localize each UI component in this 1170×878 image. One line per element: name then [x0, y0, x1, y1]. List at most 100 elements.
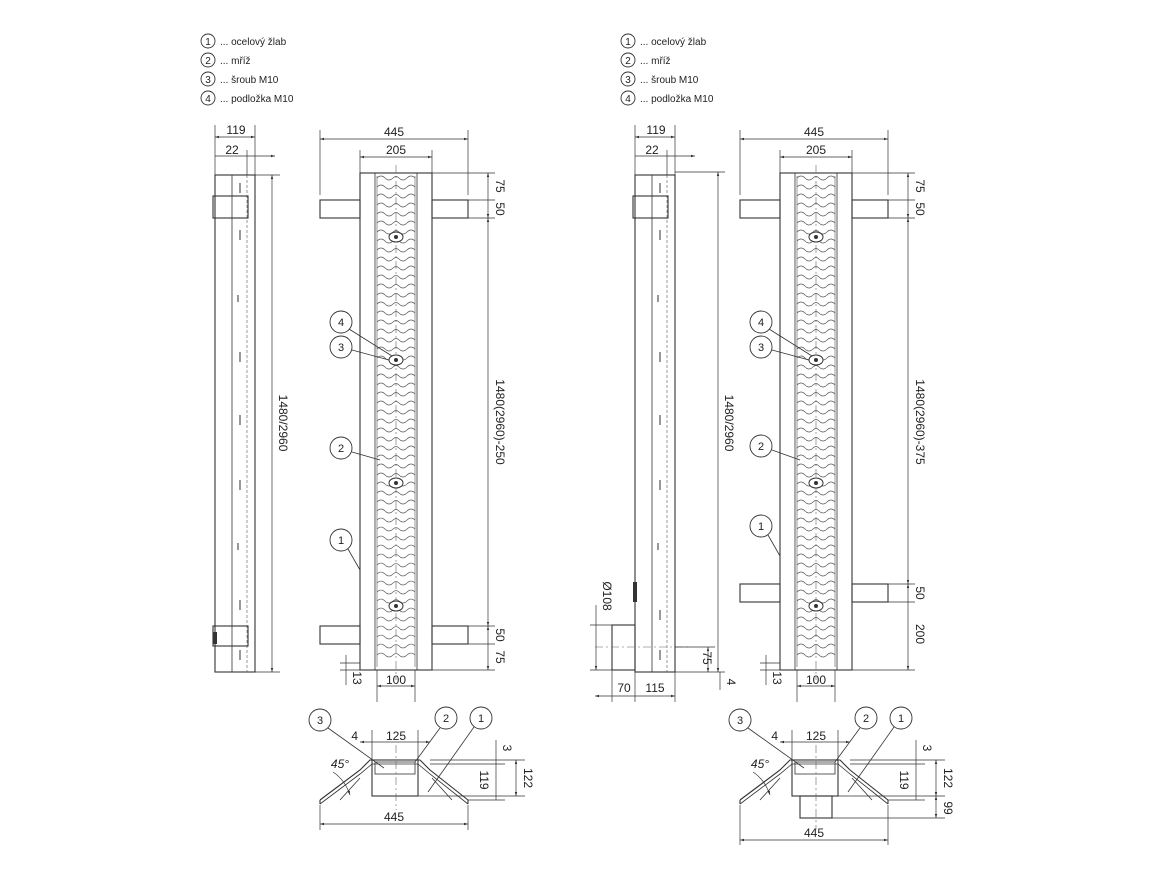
- svg-text:1: 1: [898, 713, 904, 725]
- callout-3: 3: [749, 335, 810, 361]
- right-front-view: 4 3 2 1 445 205 75 50: [739, 125, 927, 702]
- svg-text:2: 2: [443, 713, 449, 725]
- svg-text:3: 3: [737, 715, 743, 727]
- left-side-view: 119 22 1480/2960: [212, 123, 290, 673]
- legend-label: ... šroub M10: [220, 75, 279, 86]
- dim-top-a: 75: [913, 179, 927, 193]
- legend-label: ... ocelový žlab: [220, 37, 287, 48]
- left-front-view: 4 3 2 1 445 205 75 50: [319, 125, 507, 702]
- svg-text:3: 3: [758, 342, 764, 354]
- dim-depth-a: 119: [897, 770, 911, 789]
- dim-side-gap: 13: [350, 671, 364, 685]
- dim-front-width: 445: [804, 125, 824, 139]
- callout-4: 4: [749, 310, 813, 357]
- dim-grate-width: 205: [806, 143, 826, 157]
- section-callout-3: 3: [728, 708, 805, 769]
- section-callout-2: 2: [834, 706, 878, 763]
- svg-text:1: 1: [338, 535, 344, 547]
- dim-pipe-tol: 4: [724, 679, 738, 686]
- dim-top-b: 50: [493, 202, 507, 216]
- dim-inner: 125: [386, 729, 406, 743]
- legend-number: 2: [205, 56, 211, 67]
- bolt-markers: [808, 231, 824, 612]
- svg-text:3: 3: [338, 342, 344, 354]
- legend-number: 4: [205, 94, 211, 105]
- side-rib-marks: [237, 183, 241, 660]
- legend-label: ... mříž: [640, 56, 671, 67]
- svg-text:1: 1: [758, 521, 764, 533]
- callout-4: 4: [329, 310, 393, 357]
- bolt-markers: [388, 231, 404, 612]
- legend-item: 1 ... ocelový žlab: [620, 33, 707, 49]
- right-section-view: 3 2 1 4 125 45° 3 119 122 99: [728, 706, 955, 845]
- legend-item: 2 ... mříž: [620, 52, 671, 68]
- dim-depth-b: 122: [941, 768, 955, 788]
- dim-outlet: 100: [806, 673, 826, 687]
- dim-side-length: 1480/2960: [722, 395, 736, 452]
- section-callout-3: 3: [308, 708, 385, 769]
- legend-item: 2 ... mříž: [200, 52, 251, 68]
- legend-left: 1 ... ocelový žlab 2 ... mříž 3 ... šrou…: [200, 33, 294, 106]
- dim-pipe-dia: Ø108: [600, 581, 614, 611]
- legend-label: ... ocelový žlab: [640, 37, 707, 48]
- callout-1: 1: [749, 514, 781, 557]
- dim-bot-a: 50: [493, 628, 507, 642]
- section-callout-2: 2: [414, 706, 458, 763]
- dim-top-b: 50: [913, 202, 927, 216]
- svg-text:4: 4: [338, 317, 344, 329]
- legend-number: 1: [625, 37, 631, 48]
- dim-inner: 125: [806, 729, 826, 743]
- callout-3: 3: [329, 335, 390, 361]
- callout-2: 2: [329, 436, 381, 461]
- svg-text:4: 4: [758, 317, 764, 329]
- legend-item: 3 ... šroub M10: [620, 71, 699, 87]
- dim-angle: 45°: [751, 757, 769, 771]
- dim-grate-width: 205: [386, 143, 406, 157]
- dim-pipe-off-b: 115: [645, 681, 664, 695]
- legend-label: ... podložka M10: [220, 94, 294, 105]
- dim-span: 1480(2960)-250: [493, 379, 507, 465]
- legend-number: 3: [625, 75, 631, 86]
- dim-depth-c: 99: [941, 801, 955, 815]
- legend-label: ... podložka M10: [640, 94, 714, 105]
- dim-side-width: 119: [646, 123, 665, 137]
- dim-side-gap: 13: [770, 671, 784, 685]
- legend-item: 1 ... ocelový žlab: [200, 33, 287, 49]
- svg-text:2: 2: [338, 443, 344, 455]
- dim-wall: 4: [351, 729, 358, 743]
- dim-bot-a: 50: [913, 586, 927, 600]
- legend-item: 4 ... podložka M10: [200, 90, 294, 106]
- dim-bot-b: 75: [493, 650, 507, 664]
- svg-text:2: 2: [758, 441, 764, 453]
- dim-depth-b: 122: [521, 768, 535, 788]
- dim-side-length: 1480/2960: [276, 395, 290, 452]
- dim-span: 1480(2960)-375: [913, 379, 927, 465]
- side-rib-marks: [657, 183, 661, 660]
- dim-outlet: 100: [386, 673, 406, 687]
- dim-pipe-off-a: 70: [617, 681, 631, 695]
- callout-2: 2: [749, 434, 801, 461]
- dim-side-offset: 22: [225, 143, 239, 157]
- legend-number: 2: [625, 56, 631, 67]
- callout-1: 1: [329, 528, 361, 571]
- legend-label: ... šroub M10: [640, 75, 699, 86]
- dim-depth-a: 119: [477, 770, 491, 789]
- svg-text:3: 3: [317, 715, 323, 727]
- svg-text:1: 1: [478, 713, 484, 725]
- legend-number: 1: [205, 37, 211, 48]
- section-callout-1: 1: [427, 706, 493, 793]
- legend-number: 3: [205, 75, 211, 86]
- dim-gap: 3: [920, 745, 934, 752]
- dim-bot-b: 200: [913, 624, 927, 644]
- legend-item: 4 ... podložka M10: [620, 90, 714, 106]
- dim-section-width: 445: [384, 810, 404, 824]
- dim-top-a: 75: [493, 179, 507, 193]
- section-callout-1: 1: [847, 706, 913, 793]
- svg-text:2: 2: [863, 713, 869, 725]
- legend-label: ... mříž: [220, 56, 251, 67]
- right-side-view: 119 22 1480/2960 Ø108 75 4 70 115: [590, 123, 738, 702]
- left-section-view: 3 2 1 4 125 45° 3 119 122 445: [308, 706, 535, 830]
- legend-item: 3 ... šroub M10: [200, 71, 279, 87]
- dim-side-offset: 22: [645, 143, 659, 157]
